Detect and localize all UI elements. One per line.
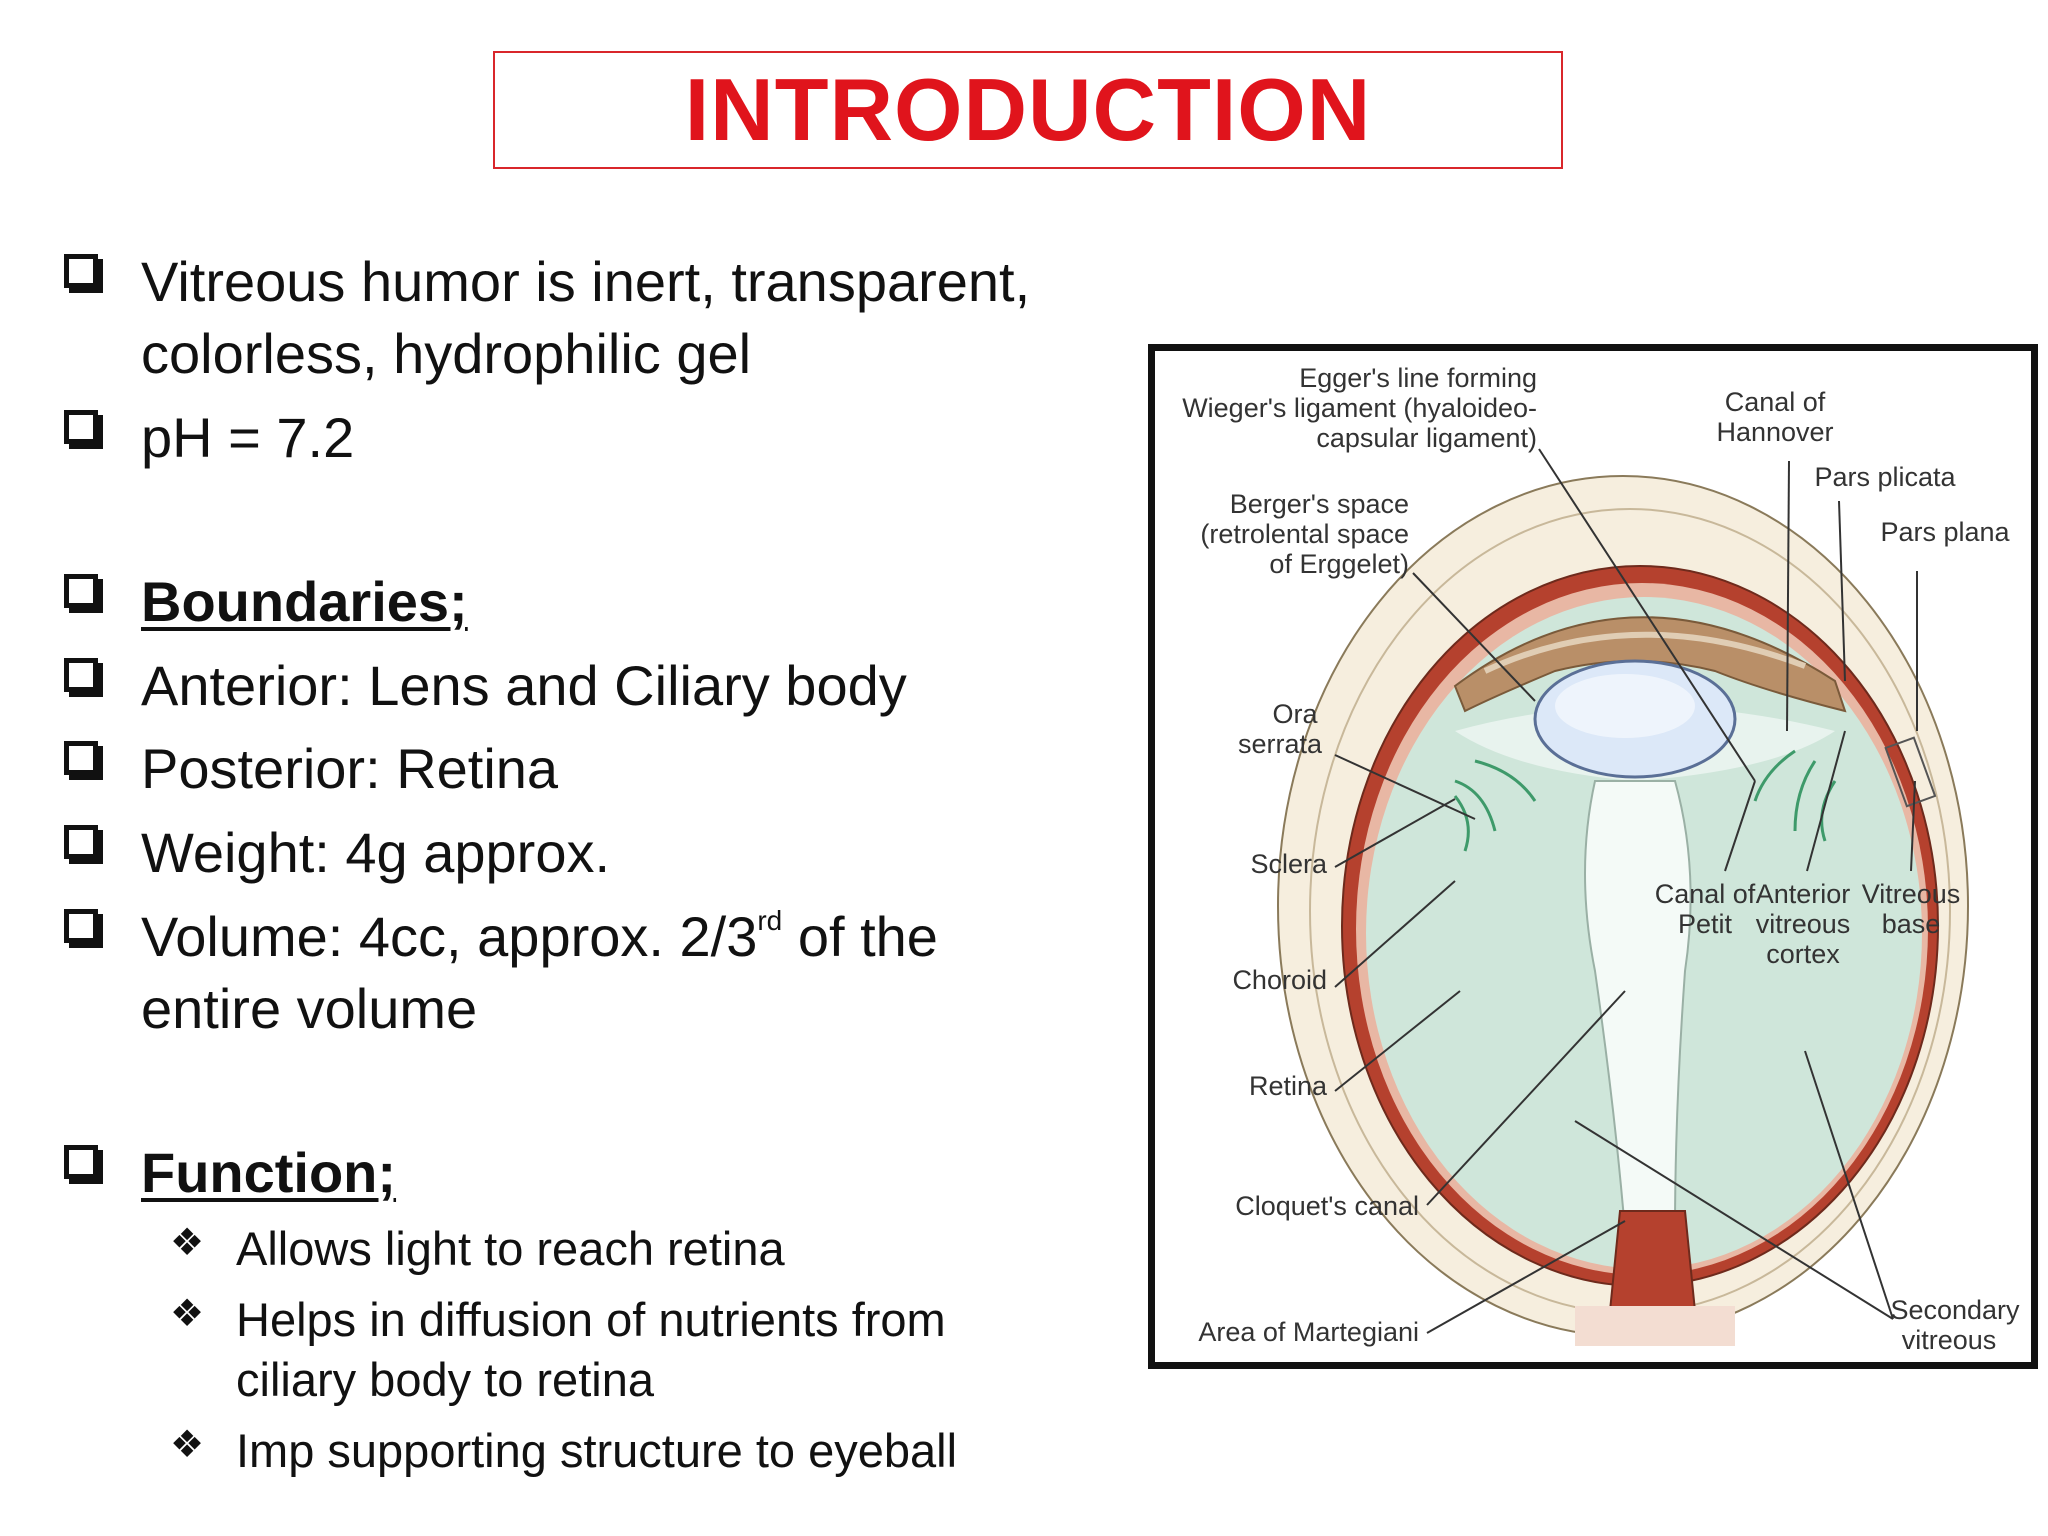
- label-berger-2: (retrolental space: [1200, 519, 1409, 549]
- lens-highlight: [1555, 674, 1695, 738]
- label-anterior-cortex-3: cortex: [1766, 939, 1840, 969]
- checkbox-icon: [64, 909, 98, 943]
- label-petit-2: Petit: [1678, 909, 1733, 939]
- sub-bullet-text: Imp supporting structure to eyeball: [236, 1424, 958, 1477]
- label-eggers-line-1: Egger's line forming: [1299, 363, 1537, 393]
- leader-cloquet: [1426, 990, 1626, 1206]
- leader-retina: [1334, 990, 1461, 1092]
- bullet-text-continued: entire volume: [141, 977, 478, 1040]
- pars-plana-marker: [1884, 736, 1937, 808]
- optic-nerve: [1608, 1210, 1697, 1312]
- iris-band: [1483, 631, 1807, 674]
- volume-text-end: of the: [782, 905, 938, 968]
- label-eggers-line-3: capsular ligament): [1316, 423, 1537, 453]
- sub-bullet-text: Allows light to reach retina: [236, 1222, 785, 1275]
- diamond-cluster-icon: ❖: [170, 1424, 205, 1466]
- leader-sclera: [1334, 798, 1456, 868]
- label-retina: Retina: [1249, 1071, 1328, 1101]
- label-berger-3: of Erggelet): [1269, 549, 1409, 579]
- leader-eggers: [1538, 448, 1756, 782]
- section-heading: Boundaries;: [141, 570, 468, 633]
- leader-anterior-cortex: [1806, 730, 1846, 872]
- sub-bullet-text-continued: ciliary body to retina: [236, 1353, 654, 1406]
- label-berger-1: Berger's space: [1230, 489, 1409, 519]
- bullet-text: Anterior: Lens and Ciliary body: [141, 654, 907, 717]
- label-anterior-cortex-2: vitreous: [1756, 909, 1851, 939]
- diagram-labels: Egger's line forming Wieger's ligament (…: [1182, 363, 2020, 1355]
- label-petit-1: Canal of: [1655, 879, 1756, 909]
- label-hannover-1: Canal of: [1725, 387, 1826, 417]
- leader-secondary-b: [1574, 1120, 1894, 1320]
- superscript-rd: rd: [757, 905, 783, 936]
- title-box: INTRODUCTION: [493, 51, 1563, 169]
- label-vitreous-base-2: base: [1882, 909, 1941, 939]
- leader-petit: [1724, 780, 1756, 872]
- label-anterior-cortex-1: Anterior: [1756, 879, 1851, 909]
- label-martegiani: Area of Martegiani: [1198, 1317, 1419, 1347]
- label-hannover-2: Hannover: [1716, 417, 1833, 447]
- leader-lines: [1334, 448, 1918, 1334]
- leader-martegiani: [1426, 1220, 1626, 1334]
- vitreous-base-fibers-left: [1453, 759, 1537, 852]
- leader-berger: [1412, 572, 1536, 702]
- checkbox-icon: [64, 410, 98, 444]
- checkbox-icon: [64, 1145, 98, 1179]
- eye-diagram-frame: Egger's line forming Wieger's ligament (…: [1148, 344, 2038, 1369]
- diamond-cluster-icon: ❖: [170, 1293, 205, 1335]
- label-pars-plicata: Pars plicata: [1814, 462, 1956, 492]
- checkbox-icon: [64, 741, 98, 775]
- label-vitreous-base-1: Vitreous: [1862, 879, 1961, 909]
- bullet-text: Volume: 4cc, approx. 2/3rd of the: [141, 901, 938, 973]
- checkbox-icon: [64, 254, 98, 288]
- label-secondary-2: vitreous: [1902, 1325, 1997, 1355]
- leader-choroid: [1334, 880, 1456, 988]
- checkbox-icon: [64, 658, 98, 692]
- section-heading: Function;: [141, 1141, 397, 1204]
- leader-pars-plicata: [1838, 500, 1846, 682]
- checkbox-icon: [64, 574, 98, 608]
- volume-text: Volume: 4cc, approx. 2/3: [141, 905, 758, 968]
- ciliary-body: [1453, 616, 1847, 713]
- leader-ora: [1334, 754, 1476, 820]
- eye-diagram: Egger's line forming Wieger's ligament (…: [1182, 363, 2020, 1355]
- leader-secondary-a: [1804, 1050, 1894, 1320]
- bullet-text: Weight: 4g approx.: [141, 821, 611, 884]
- bullet-text-continued: colorless, hydrophilic gel: [141, 322, 752, 385]
- label-choroid: Choroid: [1232, 965, 1327, 995]
- checkbox-icon: [64, 825, 98, 859]
- leader-hannover: [1786, 460, 1790, 732]
- label-eggers-line-2: Wieger's ligament (hyaloideo-: [1182, 393, 1537, 423]
- bullet-text: Vitreous humor is inert, transparent,: [141, 250, 1031, 313]
- label-sclera: Sclera: [1250, 849, 1328, 879]
- label-pars-plana: Pars plana: [1880, 517, 2010, 547]
- bullet-text: Posterior: Retina: [141, 737, 559, 800]
- optic-nerve-sheath: [1575, 1306, 1735, 1346]
- label-ora-1: Ora: [1272, 699, 1318, 729]
- label-secondary-1: Secondary: [1890, 1295, 2020, 1325]
- bullet-text: pH = 7.2: [141, 406, 355, 469]
- label-cloquet: Cloquet's canal: [1235, 1191, 1419, 1221]
- page-title: INTRODUCTION: [684, 60, 1372, 159]
- eyeball-illustration: [1277, 475, 1969, 1346]
- leader-vitreous-base: [1910, 780, 1916, 872]
- label-ora-2: serrata: [1238, 729, 1323, 759]
- sub-bullet-text: Helps in diffusion of nutrients from: [236, 1293, 946, 1346]
- diamond-cluster-icon: ❖: [170, 1222, 205, 1264]
